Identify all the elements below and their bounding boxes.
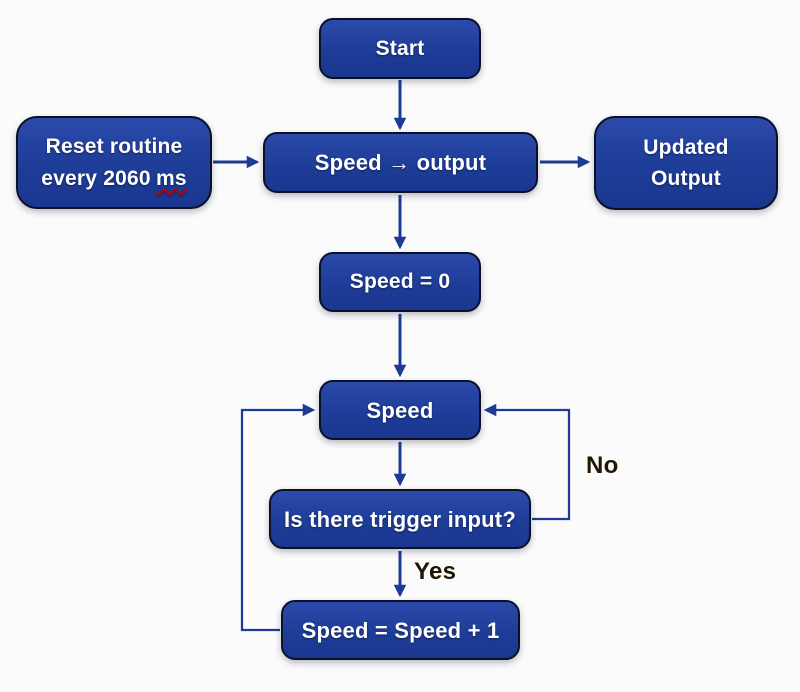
node-speed-label: Speed	[366, 397, 434, 423]
arrow-loop-increment-to-speed	[240, 410, 313, 632]
node-updated-output-line2: Output	[650, 167, 721, 190]
node-speed-to-output: Speed → output	[263, 132, 538, 193]
edge-label-no: No	[586, 452, 619, 479]
node-start-label: Start	[375, 36, 425, 60]
node-trigger-decision-label: Is there trigger input?	[284, 506, 516, 532]
node-start: Start	[319, 18, 481, 79]
node-speed: Speed	[319, 380, 481, 440]
arrow-loop-no-trigger-to-speed	[486, 410, 571, 521]
node-trigger-decision: Is there trigger input?	[269, 489, 531, 549]
node-reset-line1: Reset routine	[45, 135, 183, 158]
node-speed-increment-label: Speed = Speed + 1	[301, 617, 500, 643]
node-updated-output: Updated Output	[594, 116, 778, 210]
node-speed-equals-zero: Speed = 0	[319, 252, 481, 312]
node-speed-to-output-label: Speed → output	[314, 150, 487, 175]
edge-label-yes: Yes	[414, 558, 457, 585]
node-updated-output-line1: Updated	[643, 135, 729, 159]
misspelled-word: ms	[155, 166, 187, 190]
node-speed-equals-zero-label: Speed = 0	[349, 270, 451, 294]
node-speed-increment: Speed = Speed + 1	[281, 600, 520, 660]
